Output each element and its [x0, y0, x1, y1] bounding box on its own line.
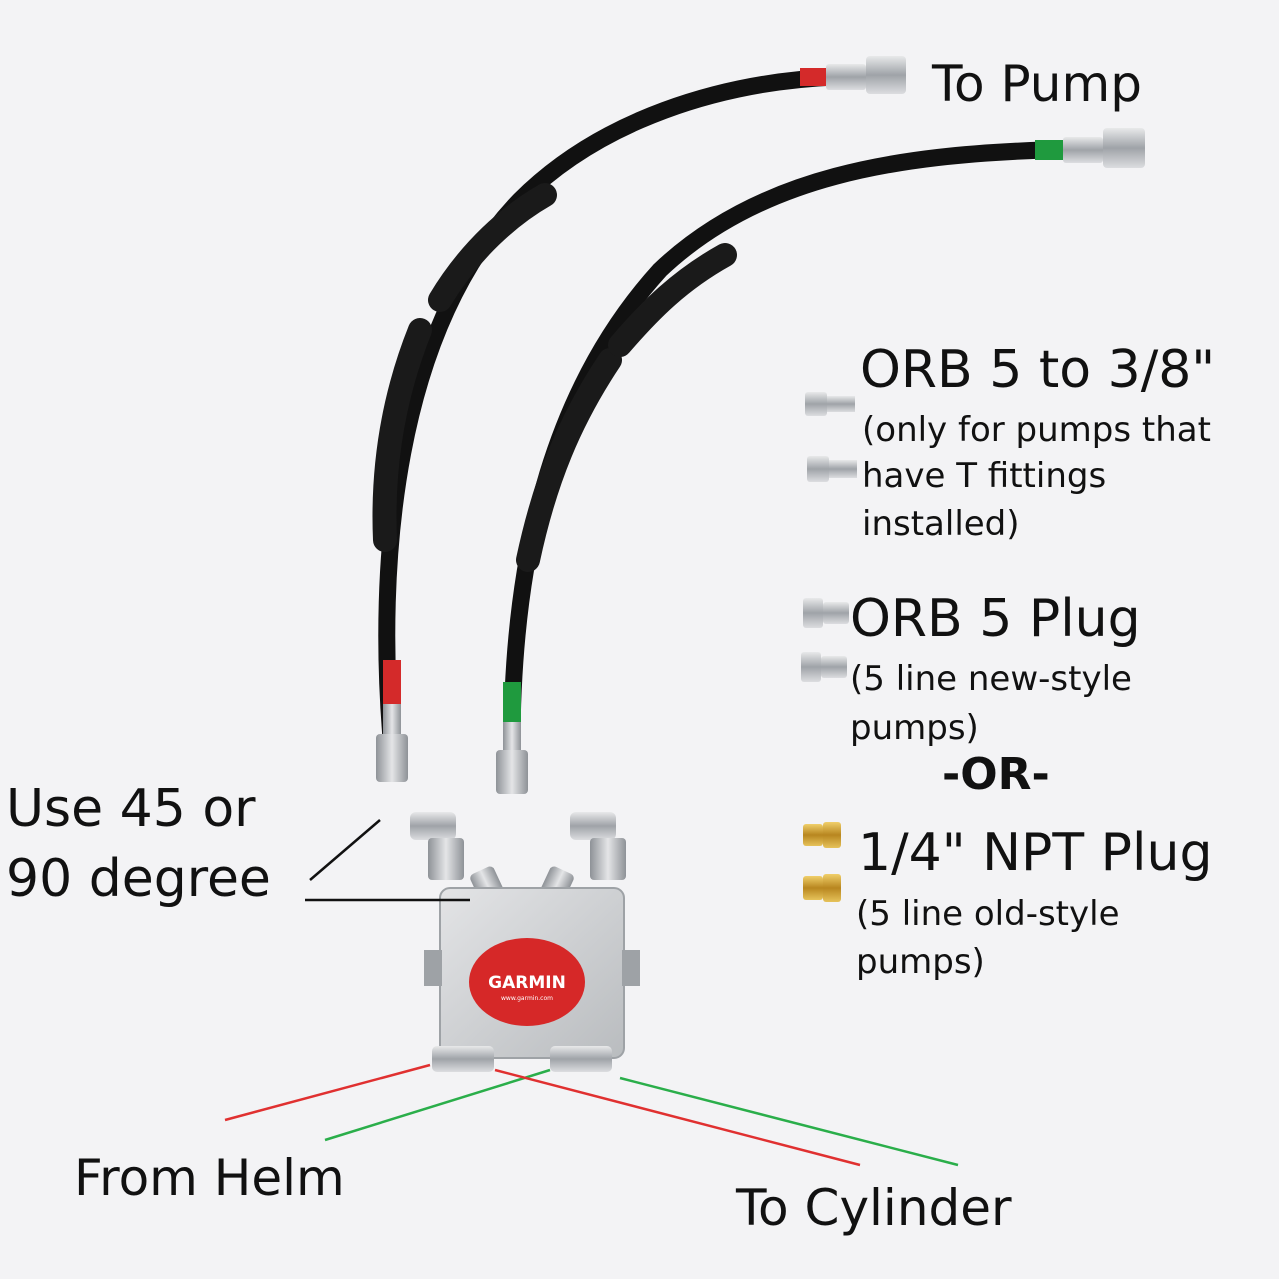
label-to-cylinder: To Cylinder [736, 1179, 1012, 1237]
label-npt-plug-title: 1/4" NPT Plug [858, 823, 1213, 883]
label-use-angle-1: Use 45 or [6, 779, 256, 839]
hose-green [496, 128, 1145, 794]
label-npt-plug-note-2: pumps) [856, 942, 985, 982]
label-from-helm: From Helm [74, 1149, 345, 1207]
label-orb5-38-note-2: have T fittings [862, 456, 1107, 496]
manifold-brand: GARMIN [488, 973, 566, 993]
label-orb5-plug-note-1: (5 line new-style [850, 659, 1132, 699]
label-to-pump: To Pump [932, 55, 1142, 113]
label-or: -OR- [942, 749, 1050, 800]
elbow-fittings [410, 812, 626, 880]
orb5-plug-fittings [801, 598, 849, 682]
label-orb5-38-note-1: (only for pumps that [862, 410, 1211, 450]
npt-plug-fittings [803, 822, 841, 902]
hose-red [372, 56, 906, 782]
garmin-manifold [424, 866, 640, 1072]
label-npt-plug-note-1: (5 line old-style [856, 894, 1120, 934]
annotation-lines [224, 819, 959, 1167]
label-orb5-38-title: ORB 5 to 3/8" [860, 340, 1216, 400]
label-use-angle-2: 90 degree [6, 849, 271, 909]
label-orb5-plug-note-2: pumps) [850, 708, 979, 748]
label-orb5-plug-title: ORB 5 Plug [850, 589, 1141, 649]
label-orb5-38-note-3: installed) [862, 504, 1020, 544]
manifold-website: www.garmin.com [501, 995, 553, 1002]
orb5-38-fittings [805, 392, 857, 482]
